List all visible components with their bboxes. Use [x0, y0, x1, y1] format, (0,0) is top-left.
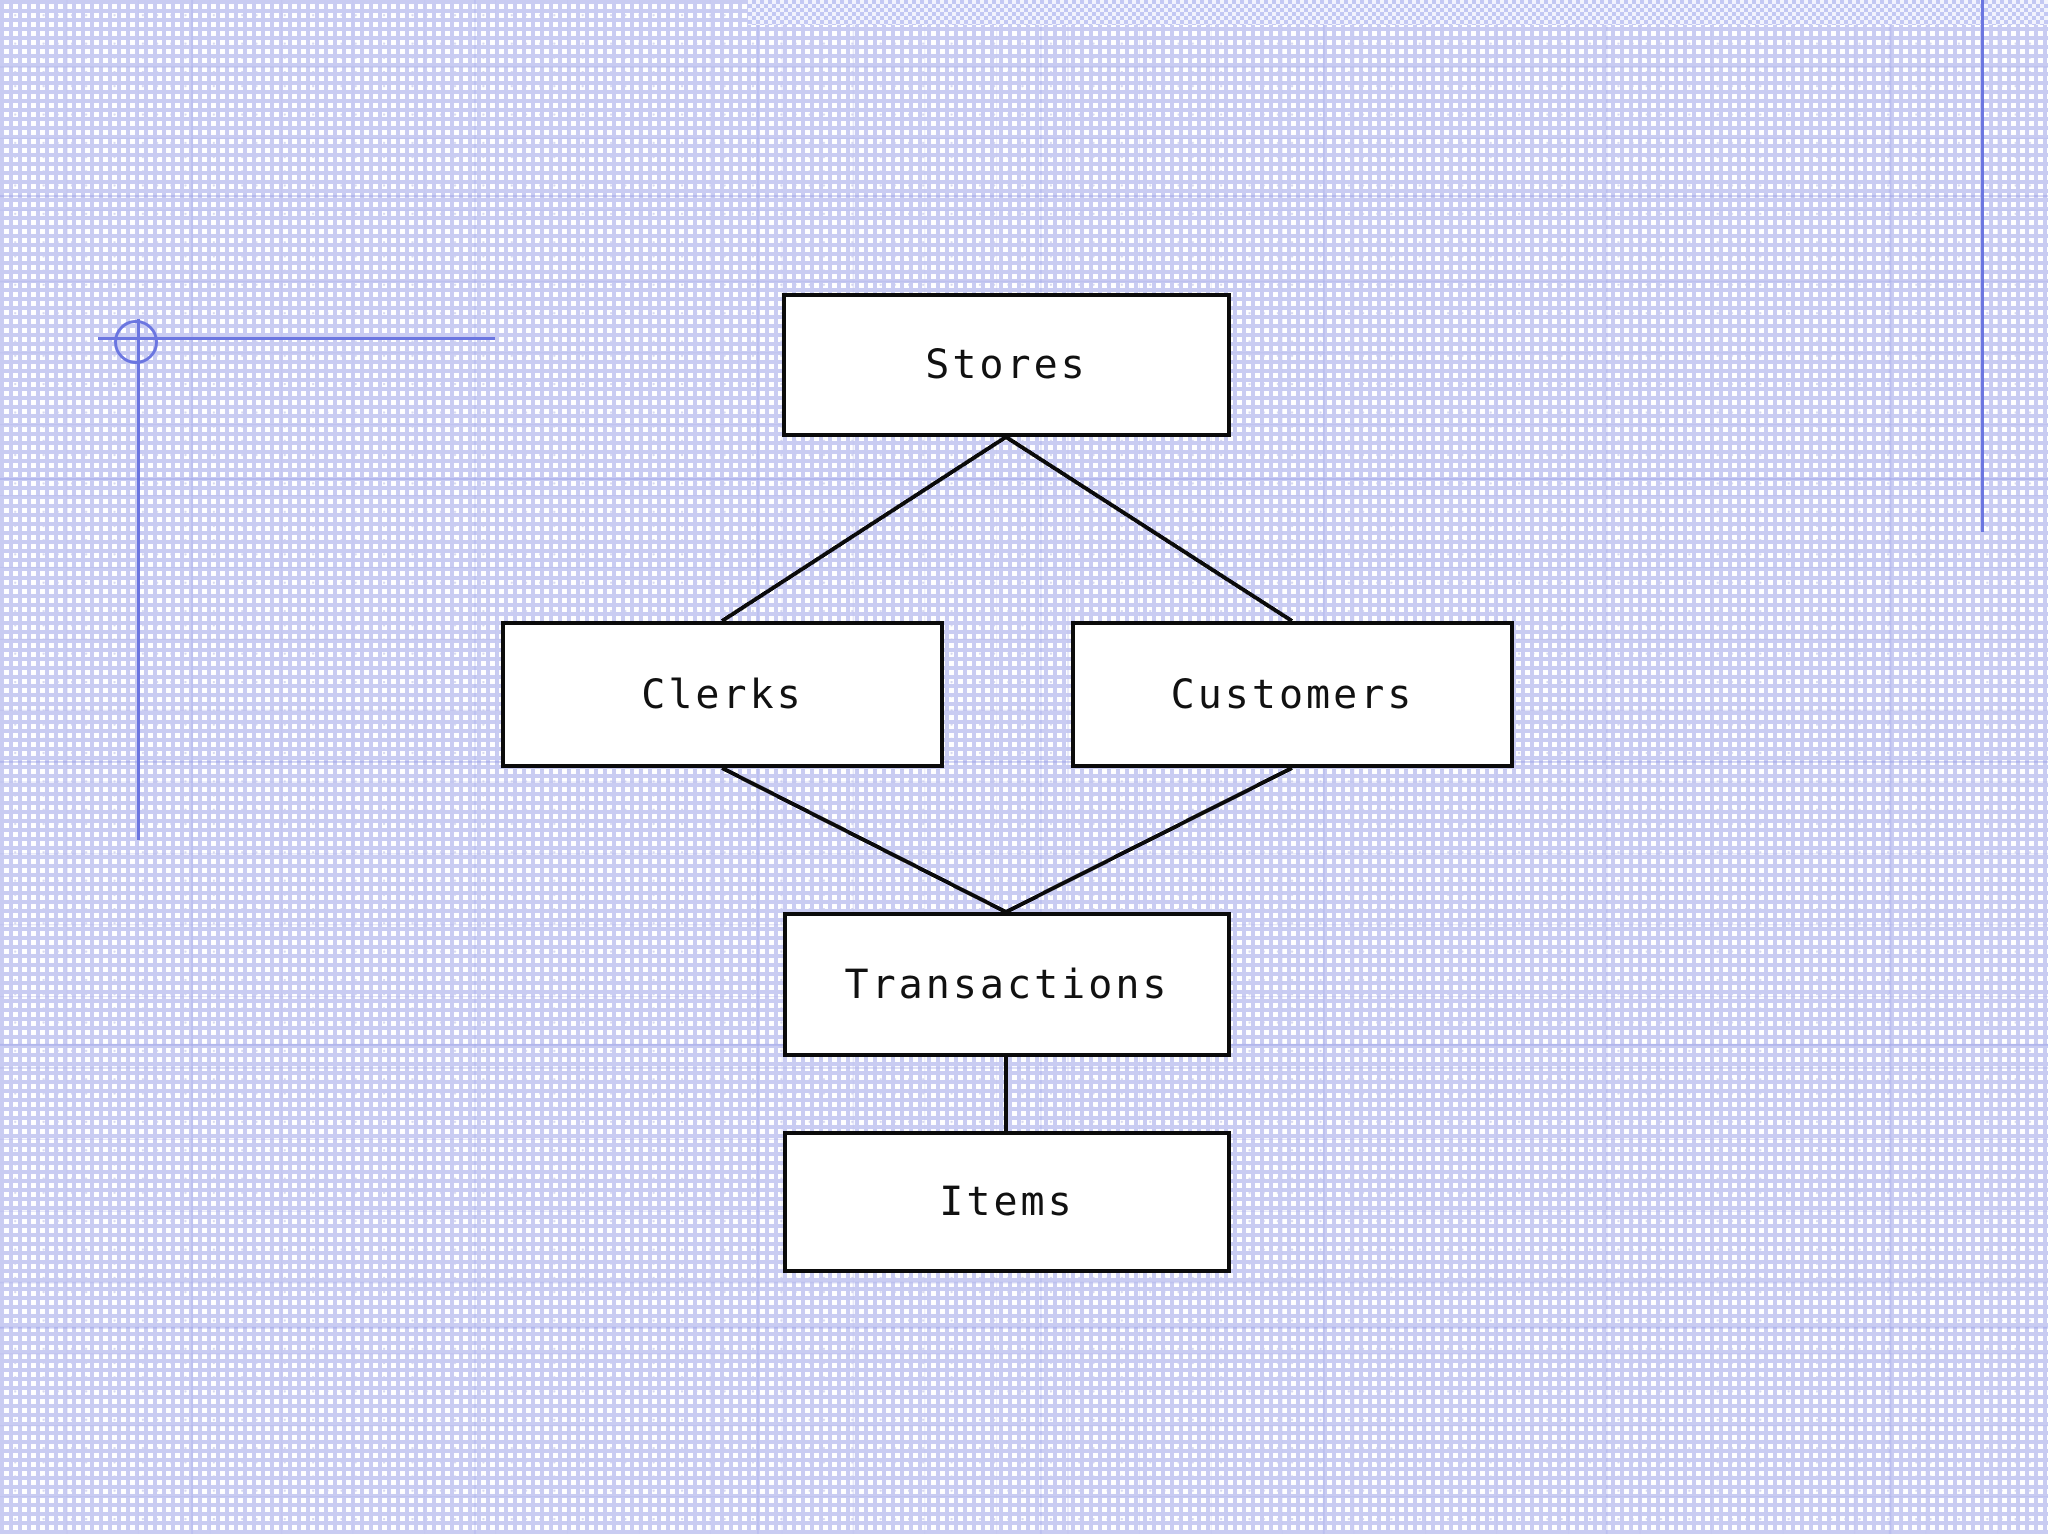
edge-stores-customers[interactable]	[1004, 435, 1294, 623]
selection-bar	[748, 0, 2048, 25]
node-customers[interactable]: Customers	[1071, 621, 1514, 768]
node-transactions-label: Transactions	[844, 961, 1170, 1008]
edge-clerks-transactions[interactable]	[721, 766, 1007, 914]
node-transactions[interactable]: Transactions	[783, 912, 1231, 1057]
node-stores-label: Stores	[925, 342, 1088, 388]
edge-customers-transactions[interactable]	[1005, 766, 1293, 914]
node-customers-label: Customers	[1170, 671, 1415, 718]
guide-line-vertical-left[interactable]	[137, 319, 140, 840]
guide-line-vertical-right[interactable]	[1981, 0, 1984, 532]
node-stores[interactable]: Stores	[782, 293, 1231, 437]
guide-handle-circle-icon[interactable]	[114, 320, 158, 364]
guide-line-horizontal-left[interactable]	[98, 337, 495, 340]
node-items[interactable]: Items	[783, 1131, 1231, 1273]
node-items-label: Items	[939, 1179, 1075, 1225]
node-clerks-label: Clerks	[641, 671, 804, 718]
node-clerks[interactable]: Clerks	[501, 621, 944, 768]
edge-stores-clerks[interactable]	[720, 435, 1008, 623]
